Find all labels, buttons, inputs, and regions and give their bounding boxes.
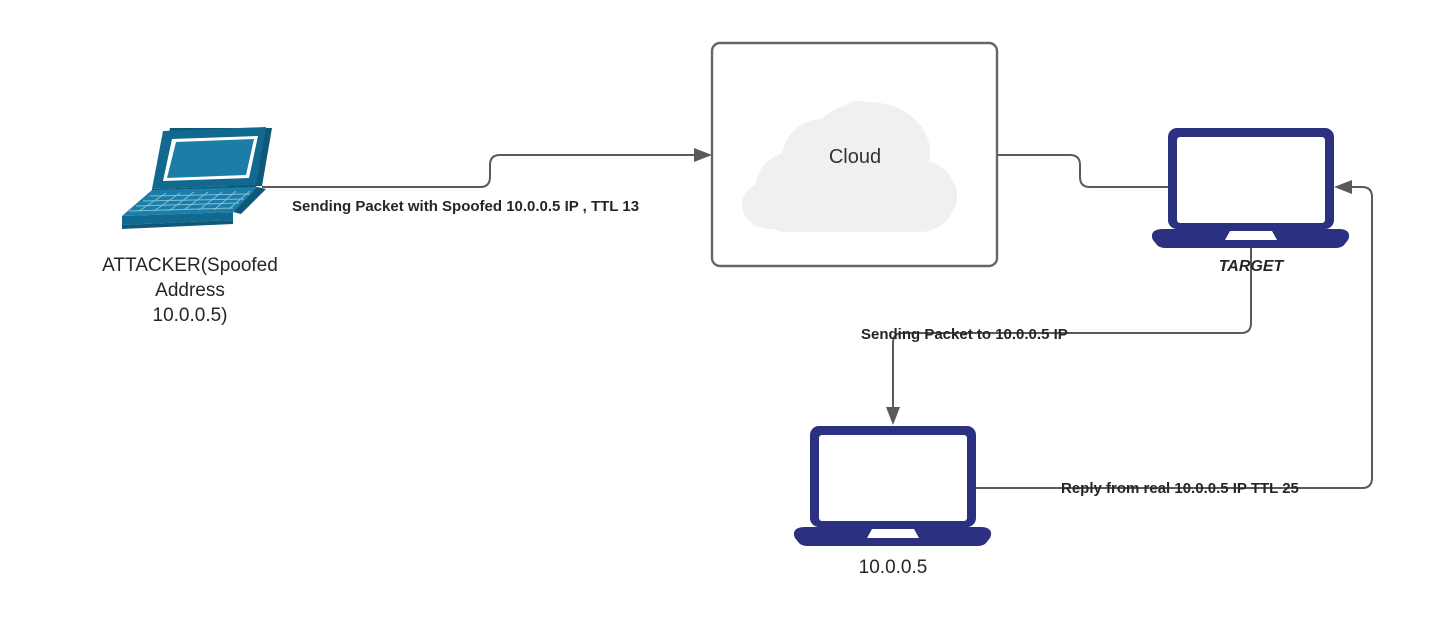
attacker-label-line3: 10.0.0.5)	[153, 305, 228, 326]
attacker-label-line2: Address	[155, 280, 225, 301]
edge-victim-to-target-arrowhead	[1334, 180, 1352, 194]
node-cloud[interactable]: Cloud	[710, 41, 999, 268]
cloud-label: Cloud	[829, 146, 881, 168]
edge-label-victim-to-target: Reply from real 10.0.0.5 IP TTL 25	[1061, 480, 1299, 497]
edge-target-to-victim[interactable]	[886, 248, 1252, 425]
edge-label-target-to-victim: Sending Packet to 10.0.0.5 IP	[861, 326, 1068, 343]
edge-attacker-to-cloud-line	[262, 154, 697, 188]
edge-attacker-to-cloud[interactable]	[262, 148, 712, 188]
attacker-label-line1: ATTACKER(Spoofed	[102, 255, 278, 276]
laptop-icon	[793, 426, 992, 546]
cloud-icon	[742, 101, 957, 232]
node-attacker[interactable]: ATTACKER(Spoofed Address 10.0.0.5)	[102, 127, 278, 326]
node-target[interactable]: TARGET	[1151, 128, 1350, 275]
edge-target-to-victim-line	[892, 248, 1252, 410]
edge-target-to-victim-arrowhead	[886, 407, 900, 425]
edge-victim-to-target[interactable]	[975, 180, 1373, 489]
target-label: TARGET	[1219, 258, 1285, 275]
laptop-icon	[1151, 128, 1350, 248]
edge-cloud-to-target[interactable]	[997, 154, 1168, 188]
victim-label: 10.0.0.5	[859, 557, 928, 578]
edge-cloud-to-target-line	[997, 154, 1168, 188]
edge-victim-to-target-line	[975, 186, 1373, 489]
laptop-3d-icon	[122, 127, 272, 229]
node-victim[interactable]: 10.0.0.5	[793, 426, 992, 578]
edge-attacker-to-cloud-arrowhead	[694, 148, 712, 162]
edge-label-attacker-to-cloud: Sending Packet with Spoofed 10.0.0.5 IP …	[292, 198, 639, 215]
